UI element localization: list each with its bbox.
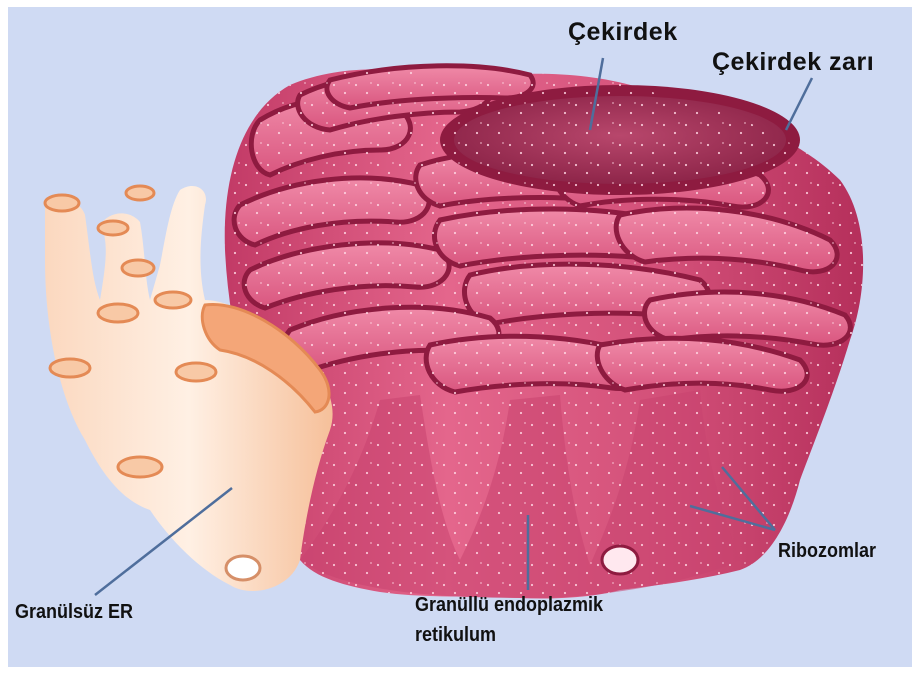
label-nuclear-envelope: Çekirdek zarı bbox=[712, 48, 874, 77]
label-nucleus: Çekirdek bbox=[568, 18, 678, 47]
label-rough-er-line1: Granüllü endoplazmik bbox=[415, 590, 603, 620]
smooth-er-pore bbox=[226, 556, 260, 580]
leader-nuclear-envelope bbox=[786, 78, 812, 130]
label-rough-er-line2: retikulum bbox=[415, 620, 603, 650]
label-ribosomes: Ribozomlar bbox=[778, 540, 876, 563]
label-rough-er: Granüllü endoplazmik retikulum bbox=[415, 590, 603, 650]
er-pore bbox=[602, 546, 638, 574]
label-smooth-er: Granülsüz ER bbox=[15, 601, 133, 624]
rough-er bbox=[225, 66, 863, 599]
